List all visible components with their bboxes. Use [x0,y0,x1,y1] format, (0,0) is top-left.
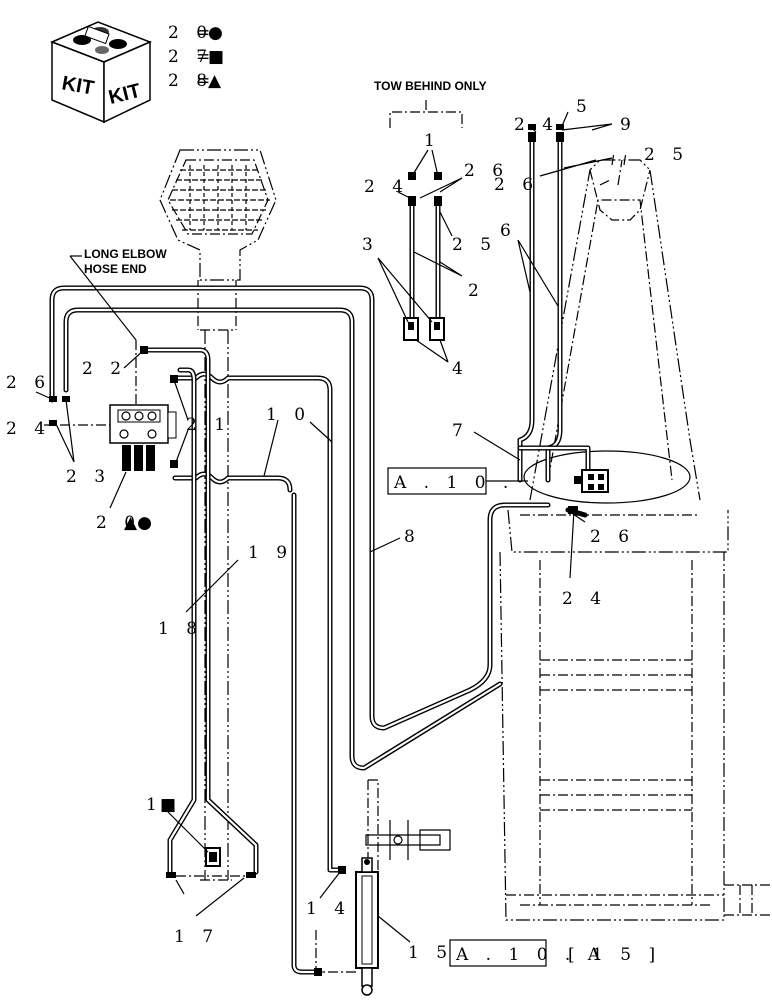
kit-legend-row-28-num: 2 8 [168,71,213,91]
callout-17: 1 7 [174,927,219,947]
callout-23: 2 3 [66,467,111,487]
callout-18: 1 8 [158,619,203,639]
kit-legend-row-20-num: 2 0 [168,23,213,43]
kit-box-icon: KIT KIT [50,21,152,124]
callout-22: 2 2 [82,359,127,379]
callout-20: 2 0 [96,513,141,533]
kit-legend-row-27-eq: = [196,47,210,67]
callout-1-top: 1 [424,131,441,151]
reference-a10a-text: A . 1 0 . A [455,945,606,965]
callout-2: 2 [468,281,485,301]
callout-15: 1 5 [408,943,453,963]
callout-24-c: 2 4 [562,589,607,609]
callout-25-b: 2 5 [644,145,689,165]
reference-box-a10a[interactable]: A . 1 0 . A [ 1 5 ] [449,939,661,967]
callout-20-kit-marks: ▲● [124,513,152,533]
callout-19: 1 9 [248,543,293,563]
callout-26-b: 2 6 [494,175,539,195]
callout-26-a: 2 6 [464,161,509,181]
callout-1-bottom: 1 [146,795,163,815]
control-valve [60,340,177,471]
callout-5: 5 [576,97,593,117]
hoses [49,137,591,975]
reference-box-a10[interactable]: A . 1 0 . [387,467,528,495]
callout-8: 8 [404,527,421,547]
callout-7: 7 [452,421,469,441]
tow-behind-bracket [389,100,463,128]
callout-26-c: 2 6 [590,527,635,547]
long-elbow-caption-line1: LONG ELBOW [84,247,167,261]
reference-a10-text: A . 1 0 . [393,473,514,493]
kit-legend: KIT KIT 2 0 = ● 2 7 = ■ 2 8 = ▲ [50,21,224,124]
leader-lines [35,111,613,943]
tow-behind-caption: TOW BEHIND ONLY [374,79,487,93]
callout-6: 6 [500,221,517,241]
kit-legend-row-27-num: 2 7 [168,47,213,67]
callout-4: 4 [452,359,469,379]
callout-24-d: 2 4 [6,419,51,439]
frame-valve [574,469,609,493]
tractor-outline [159,149,277,881]
long-elbow-caption-line2: HOSE END [84,262,147,276]
hydraulic-cylinder-15 [315,857,379,996]
kit-legend-row-27-symbol: ■ [208,47,224,67]
implement-frame [499,151,772,921]
kit-legend-row-28-eq: = [196,71,210,91]
callout-25-a: 2 5 [452,235,497,255]
callout-3: 3 [362,235,379,255]
cylinder-1 [176,847,246,877]
kit-legend-row-28-symbol: ▲ [208,71,222,91]
callout-21: 2 1 [186,415,231,435]
callout-24-b: 2 4 [514,115,559,135]
callouts: 1 2 4 2 6 2 5 3 2 4 2 4 5 9 2 5 2 6 6 7 … [6,97,689,963]
callout-1-kit-mark: ■ [160,795,176,815]
callout-24-a: 2 4 [364,177,409,197]
callout-9: 9 [620,115,637,135]
callout-26-d: 2 6 [6,373,51,393]
kit-legend-row-20-eq: = [196,23,210,43]
callout-14: 1 4 [306,899,351,919]
kit-legend-row-20-symbol: ● [208,23,223,43]
callout-10: 1 0 [266,405,311,425]
tow-behind-couplers [403,317,445,341]
reference-a10a-page: [ 1 5 ] [568,945,661,965]
